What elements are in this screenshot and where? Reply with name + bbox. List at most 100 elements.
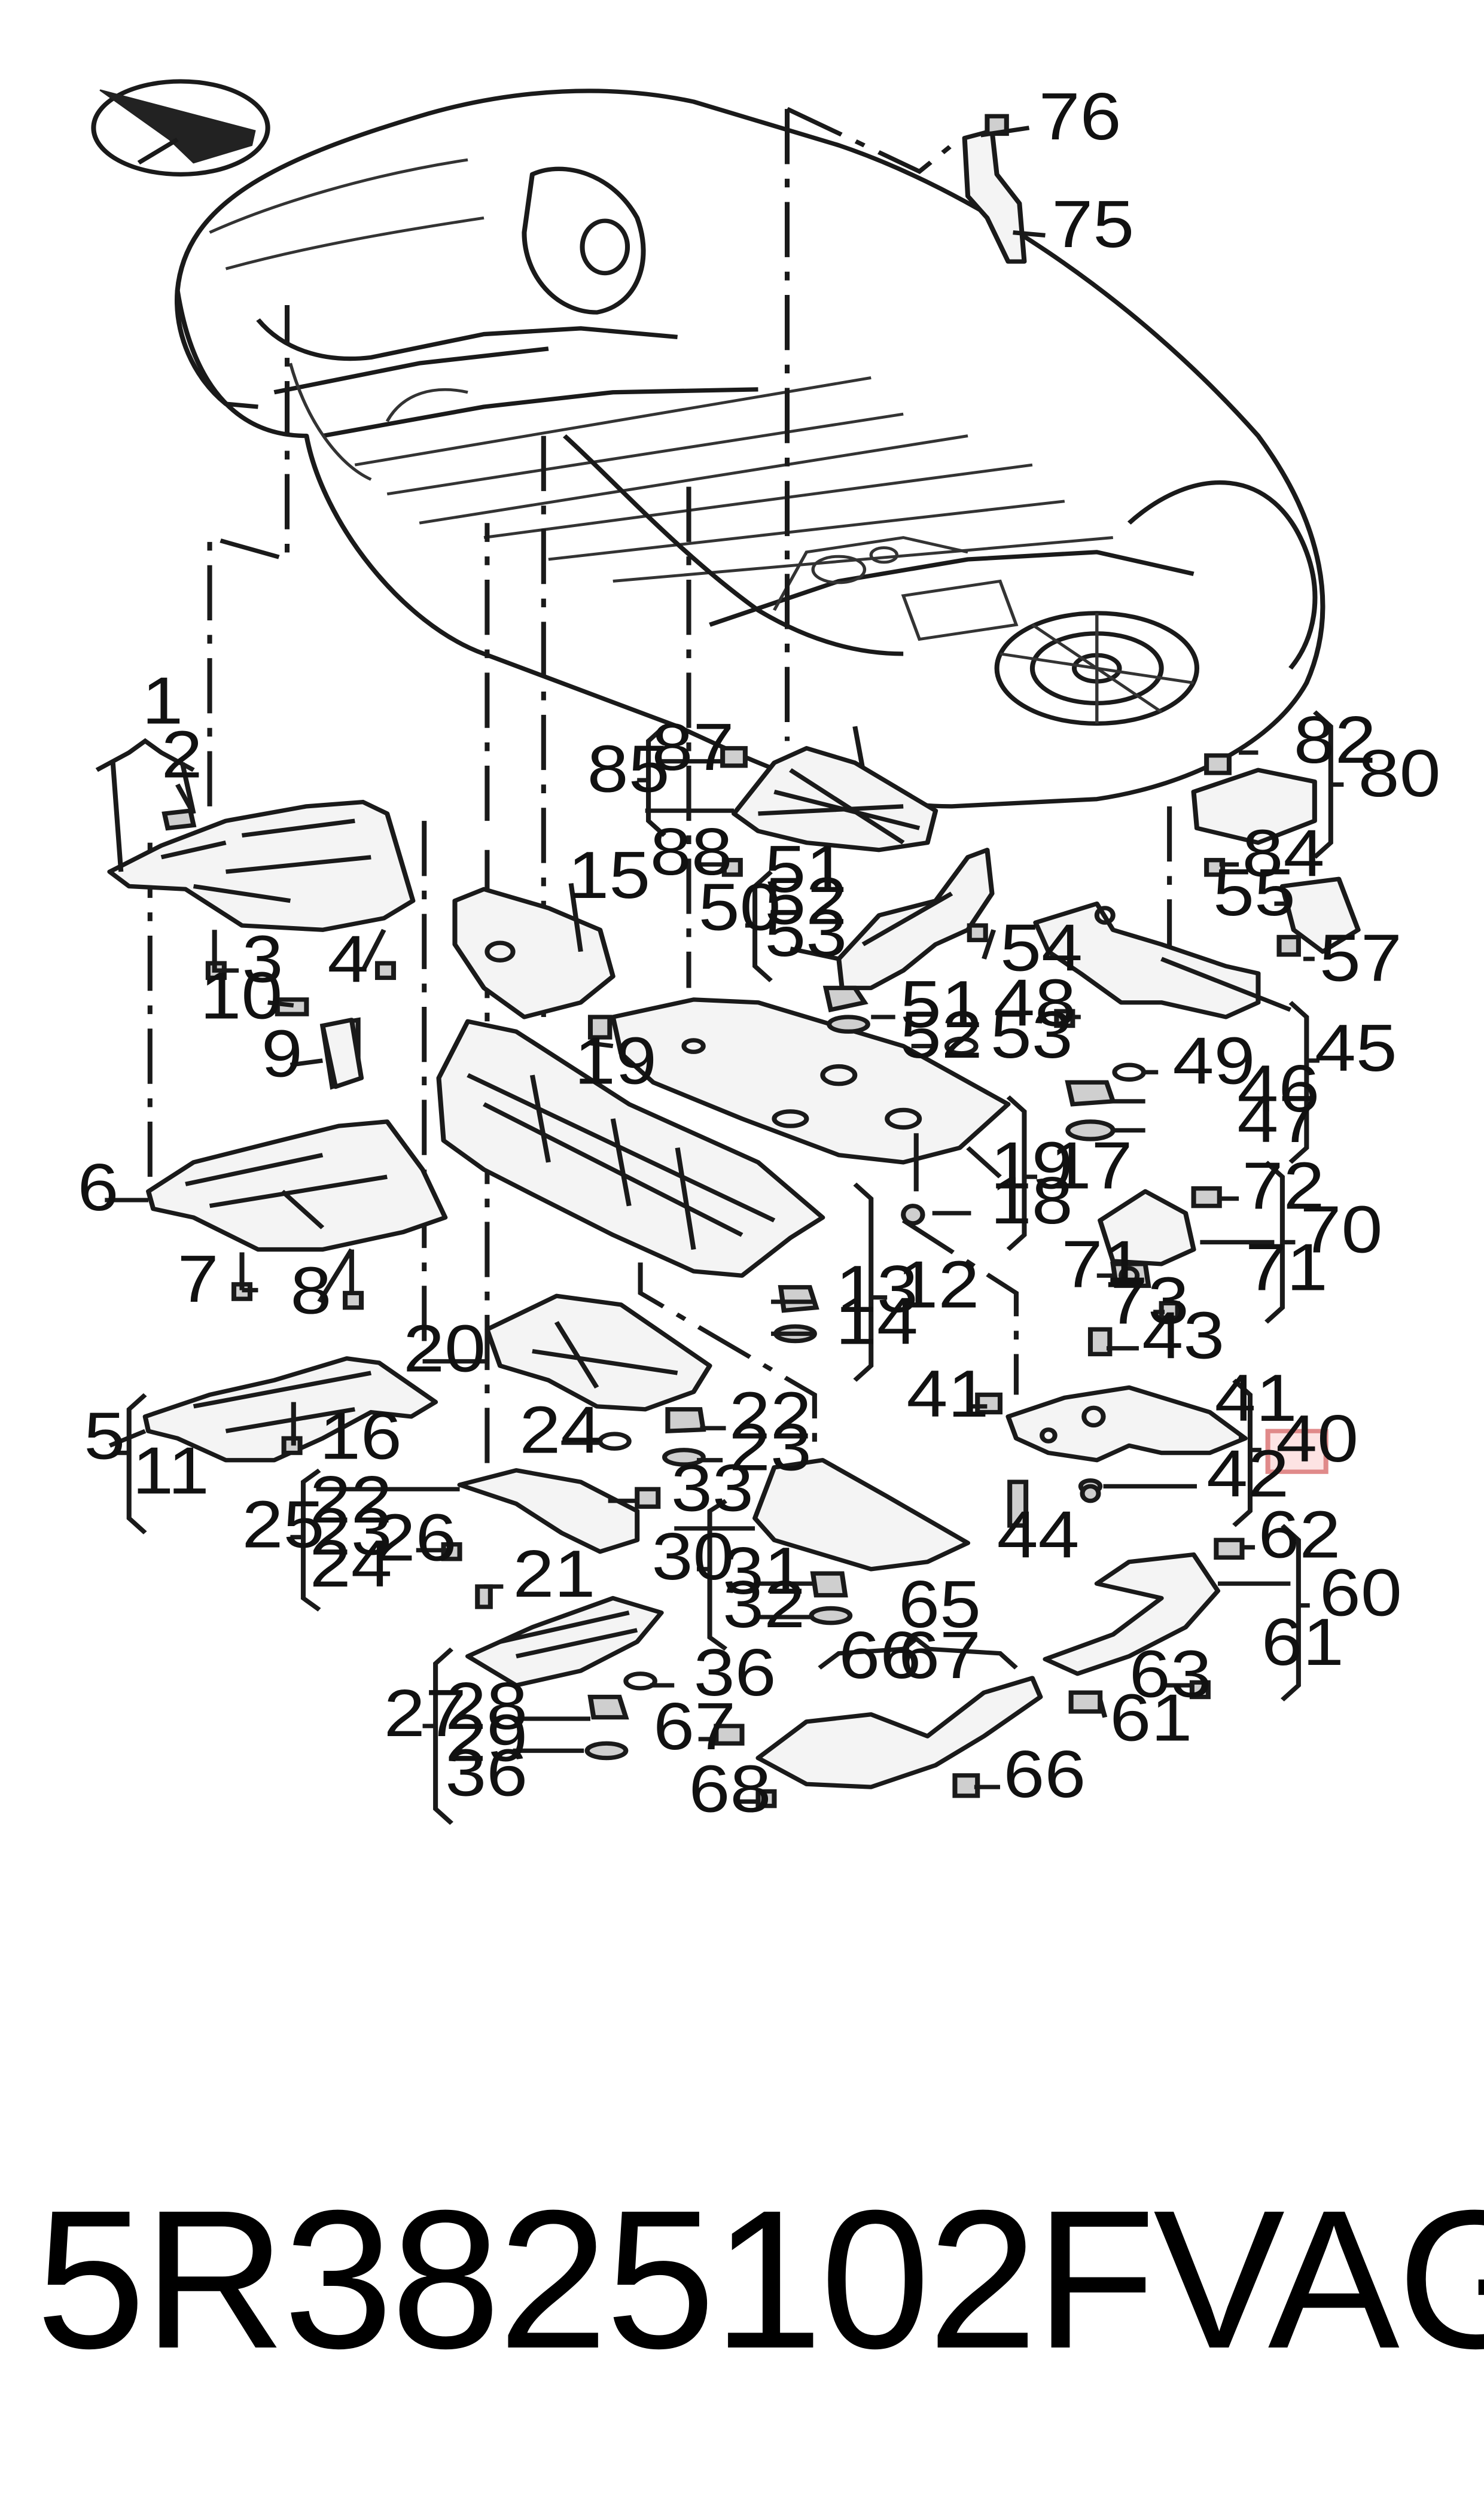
callout-52b: 52: [900, 998, 983, 1073]
part-50-bracket: [836, 848, 995, 991]
callout-3: 3: [242, 922, 284, 997]
callout-13: 13: [836, 1252, 918, 1327]
callout-7: 7: [178, 1242, 219, 1317]
callout-57: 57: [1320, 921, 1402, 995]
callout-22a: 22: [729, 1378, 812, 1453]
callout-23a: 23: [729, 1410, 812, 1485]
callout-44: 44: [997, 1497, 1080, 1572]
callout-18: 18: [991, 1164, 1073, 1238]
part-65-rear-panel: [755, 1676, 1043, 1789]
callout-36b: 36: [445, 1735, 528, 1810]
part-40-underbody-panel: [1005, 1385, 1248, 1463]
callout-36a: 36: [694, 1636, 776, 1710]
callout-6: 6: [77, 1150, 118, 1225]
callout-71b: 71: [1245, 1230, 1328, 1305]
callout-16: 16: [319, 1399, 402, 1473]
callout-19a: 19: [574, 1024, 657, 1098]
callout-82: 82: [1294, 703, 1376, 778]
callout-19b: 19: [991, 1128, 1073, 1203]
callout-42: 42: [1206, 1436, 1289, 1511]
callout-15: 15: [568, 838, 650, 913]
callout-lines: [105, 126, 1315, 1804]
callout-25: 25: [242, 1487, 325, 1562]
callout-54: 54: [1000, 911, 1083, 985]
callout-33: 33: [671, 1451, 754, 1526]
callout-67a: 67: [898, 1618, 981, 1693]
callout-29: 29: [445, 1701, 528, 1776]
callout-1: 1: [142, 663, 183, 738]
callout-32: 32: [723, 1567, 805, 1642]
part-1-engine-undertray: [107, 799, 416, 932]
orientation-symbol: [91, 79, 270, 177]
callout-26: 26: [374, 1500, 457, 1575]
callout-70: 70: [1300, 1192, 1383, 1267]
callout-40: 40: [1276, 1402, 1358, 1476]
callout-41b: 41: [1215, 1361, 1297, 1436]
callout-65: 65: [898, 1567, 981, 1642]
callout-8: 8: [290, 1253, 331, 1328]
callout-23b: 23: [310, 1494, 392, 1569]
callout-17: 17: [1050, 1128, 1133, 1203]
callout-27: 27: [384, 1676, 467, 1751]
callout-12: 12: [897, 1247, 979, 1322]
callout-45: 45: [1315, 1011, 1397, 1086]
part-30-shield: [752, 1458, 971, 1572]
callout-61b: 61: [1110, 1680, 1192, 1755]
part-75-strut: [962, 128, 1027, 264]
part-55-clip: [1279, 876, 1361, 954]
callout-5: 5: [84, 1399, 125, 1473]
callout-labels: 1 2 3 4 10 9 6 7 8 5 16 11 20 24 22 23 3…: [77, 80, 1440, 1826]
callout-14: 14: [836, 1284, 918, 1359]
part-17-center-panel: [610, 997, 1011, 1165]
callout-53a: 53: [764, 896, 847, 971]
callout-66a: 66: [839, 1618, 921, 1693]
callout-76: 76: [1039, 80, 1122, 154]
callout-53b: 53: [991, 998, 1073, 1073]
callout-20: 20: [403, 1311, 486, 1386]
part-20-shield: [484, 1293, 712, 1412]
callout-88: 88: [650, 815, 733, 890]
callout-24a: 24: [519, 1393, 602, 1467]
part-85-side-shield: [731, 746, 938, 852]
callout-28: 28: [445, 1669, 528, 1744]
braces: [95, 710, 1344, 1825]
part-60-rear-shield: [1043, 1552, 1221, 1676]
callout-49: 49: [1173, 1024, 1256, 1098]
callout-73: 73: [1107, 1263, 1189, 1338]
callout-80: 80: [1358, 736, 1441, 811]
vehicle-underbody: [175, 89, 1325, 809]
callout-22b: 22: [310, 1463, 392, 1537]
brand-name: VAG: [1153, 2169, 1484, 2389]
callout-24b: 24: [310, 1527, 392, 1601]
callout-21: 21: [513, 1537, 596, 1612]
callout-62: 62: [1258, 1497, 1340, 1572]
part-80-cover: [1191, 768, 1317, 845]
callout-2: 2: [161, 717, 203, 792]
callout-84: 84: [1242, 816, 1324, 891]
callout-55: 55: [1213, 855, 1296, 930]
callout-68: 68: [689, 1752, 772, 1826]
callout-48: 48: [994, 966, 1076, 1040]
parts-diagram: 1 2 3 4 10 9 6 7 8 5 16 11 20 24 22 23 3…: [77, 79, 1441, 1826]
callout-63: 63: [1129, 1637, 1212, 1712]
callout-4: 4: [327, 922, 368, 997]
callout-52a: 52: [764, 864, 847, 939]
part-27-tray: [465, 1596, 664, 1688]
callout-30: 30: [651, 1520, 734, 1594]
callout-85: 85: [587, 732, 670, 806]
small-parts: [205, 114, 1301, 1808]
callout-11: 11: [132, 1433, 209, 1508]
callout-46: 46: [1237, 1052, 1320, 1126]
callout-66b: 66: [1003, 1737, 1086, 1812]
part-45-rear-bracket: [1033, 901, 1261, 1019]
callout-87: 87: [651, 710, 734, 785]
callout-67b: 67: [653, 1689, 736, 1764]
callout-61a: 61: [1261, 1605, 1344, 1680]
callout-10: 10: [200, 958, 282, 1033]
callout-71a: 71: [1061, 1227, 1144, 1302]
caption: 5R3825102F VAG: [36, 2154, 1484, 2405]
highlight-box-40: [1265, 1429, 1328, 1474]
callout-75: 75: [1052, 187, 1134, 262]
part-12-tunnel-shield: [436, 1019, 825, 1278]
part-25-mount: [457, 1468, 640, 1554]
